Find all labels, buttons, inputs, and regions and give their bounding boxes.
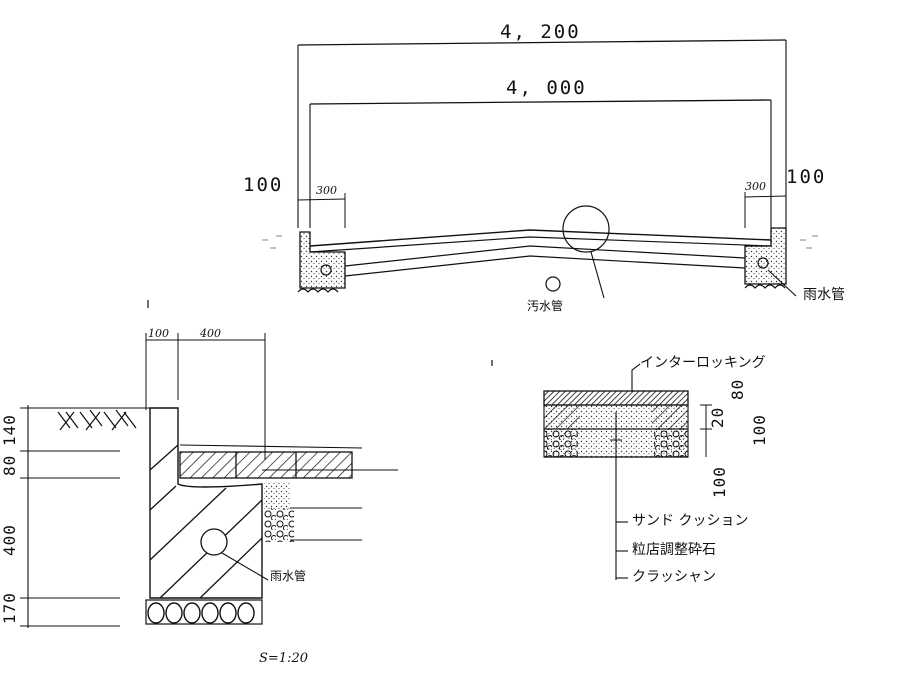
left-edge-dim: 100 <box>243 174 284 196</box>
overall-dimension-line <box>297 39 787 46</box>
sewer-pipe-symbol <box>545 276 561 292</box>
crusher-run-label: クラッシャン <box>632 569 716 585</box>
interlocking-layer <box>543 390 689 406</box>
detail-callout-circle <box>562 205 610 253</box>
detail-dim-400: 400 <box>0 524 19 556</box>
ground-hatch <box>57 409 137 431</box>
left-curb <box>299 231 346 289</box>
overall-width-label: 4, 200 <box>500 21 581 43</box>
curb-detail-section <box>20 300 398 628</box>
sewer-pipe-label: 汚水管 <box>527 299 564 313</box>
detail-dim-140: 140 <box>0 414 19 446</box>
scale-label: S=1:20 <box>259 651 308 666</box>
layer-dim-100-right: 100 <box>750 414 769 446</box>
detail-dim-170: 170 <box>0 592 19 624</box>
pavement-layers <box>491 360 712 580</box>
detail-top-right-dim: 400 <box>200 327 221 340</box>
graded-stone-label: 粒店調整砕石 <box>632 542 716 558</box>
road-cross-section <box>262 39 818 299</box>
layer-dim-100-left: 100 <box>710 466 729 498</box>
right-edge-dim: 100 <box>786 166 827 188</box>
inner-dimension-line <box>309 99 772 105</box>
layer-dim-80: 80 <box>728 378 747 400</box>
rain-pipe-symbol <box>200 528 228 556</box>
left-curb-dim: 300 <box>316 184 337 197</box>
rain-pipe-label-detail: 雨水管 <box>270 569 307 583</box>
sand-cushion-label: サンド クッション <box>632 513 749 529</box>
interlocking-label: インターロッキング <box>640 355 766 371</box>
layer-dim-20: 20 <box>708 406 727 428</box>
foundation-stones <box>147 602 255 624</box>
curb-body <box>149 407 263 599</box>
right-curb <box>744 227 787 285</box>
detail-dim-80: 80 <box>0 454 19 476</box>
inner-width-label: 4, 000 <box>506 77 587 99</box>
interlocking-blocks <box>179 451 353 479</box>
rain-pipe-label-top: 雨水管 <box>803 287 845 303</box>
right-curb-dim: 300 <box>745 180 766 193</box>
detail-top-left-dim: 100 <box>148 327 169 340</box>
